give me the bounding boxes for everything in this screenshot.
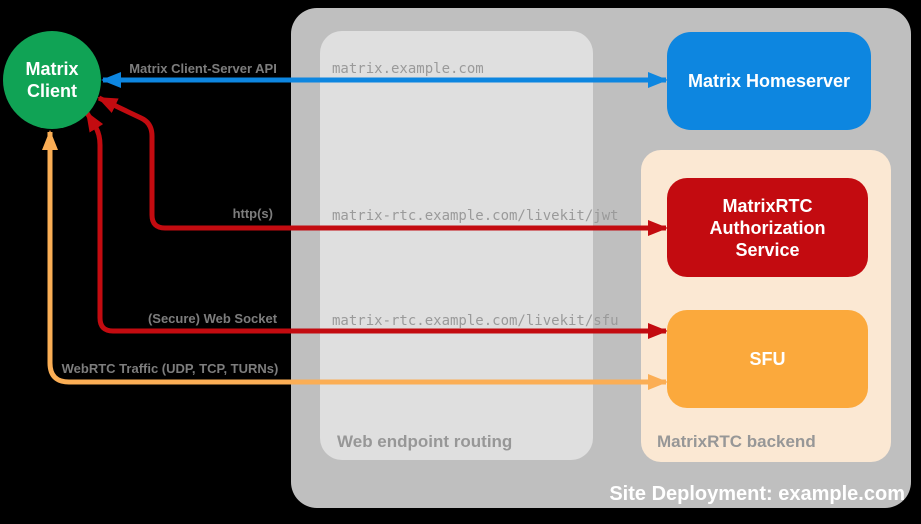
matrix-homeserver-node: Matrix Homeserver (667, 32, 871, 130)
endpoint-matrix-example-com: matrix.example.com (332, 61, 484, 77)
matrix-client-label: Matrix Client (25, 59, 79, 101)
client-server-api-arrow-label: Matrix Client-Server API (129, 61, 277, 76)
matrixrtc-backend-label: MatrixRTC backend (657, 432, 816, 451)
https-arrow-label: http(s) (232, 206, 273, 221)
web-socket-arrow-label: (Secure) Web Socket (147, 311, 278, 326)
site-deployment-label: Site Deployment: example.com (609, 483, 905, 505)
web-endpoint-routing-label: Web endpoint routing (337, 432, 513, 451)
web-endpoint-routing-container (320, 31, 593, 460)
sfu-label: SFU (749, 349, 786, 369)
matrixrtc-authorization-service-node: MatrixRTC Authorization Service (667, 178, 868, 277)
authorization-service-label: MatrixRTC Authorization Service (709, 195, 826, 260)
webrtc-traffic-arrow-label: WebRTC Traffic (UDP, TCP, TURNs) (61, 361, 279, 376)
sfu-node: SFU (667, 310, 868, 408)
endpoint-livekit-jwt: matrix-rtc.example.com/livekit/jwt (332, 208, 619, 224)
matrix-client-node: Matrix Client (3, 31, 101, 129)
matrix-homeserver-label: Matrix Homeserver (687, 71, 851, 91)
endpoint-livekit-sfu: matrix-rtc.example.com/livekit/sfu (332, 313, 619, 329)
